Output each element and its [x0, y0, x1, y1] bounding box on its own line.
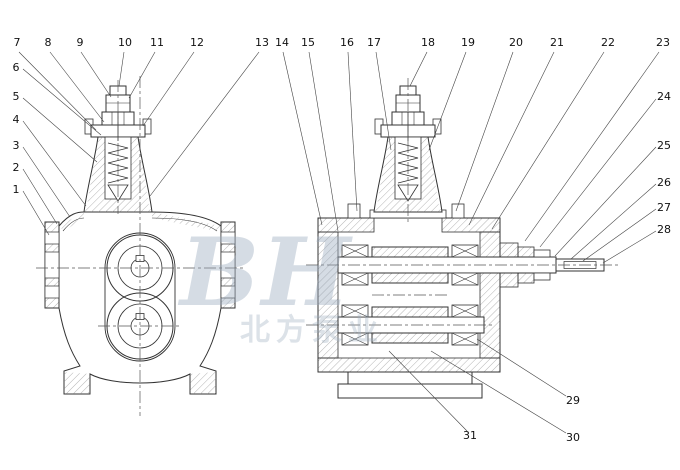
suction-flange — [44, 221, 60, 309]
part-label-29: 29 — [566, 394, 580, 407]
part-label-26: 26 — [657, 176, 671, 189]
part-label-19: 19 — [461, 36, 475, 49]
part-label-21: 21 — [550, 36, 564, 49]
part-label-10: 10 — [118, 36, 132, 49]
part-label-22: 22 — [601, 36, 615, 49]
pump-casing-side — [317, 203, 501, 399]
part-label-17: 17 — [367, 36, 381, 49]
part-label-14: 14 — [275, 36, 289, 49]
discharge-flange — [220, 221, 236, 309]
part-label-24: 24 — [657, 90, 671, 103]
part-label-23: 23 — [656, 36, 670, 49]
part-number-labels: 1 2 3 4 5 6 7 8 9 10 11 12 13 14 15 16 1… — [13, 36, 672, 444]
part-label-5: 5 — [13, 90, 20, 103]
part-label-7: 7 — [14, 36, 21, 49]
part-label-3: 3 — [13, 139, 20, 152]
part-label-28: 28 — [657, 223, 671, 236]
part-label-25: 25 — [657, 139, 671, 152]
part-label-18: 18 — [421, 36, 435, 49]
leader-lines — [18, 51, 660, 434]
part-label-27: 27 — [657, 201, 671, 214]
part-label-31: 31 — [463, 429, 477, 442]
part-label-2: 2 — [13, 161, 20, 174]
part-label-30: 30 — [566, 431, 580, 444]
bearing-blocks — [341, 244, 479, 346]
part-label-4: 4 — [13, 113, 20, 126]
centerlines — [36, 76, 618, 416]
part-label-16: 16 — [340, 36, 354, 49]
part-label-8: 8 — [45, 36, 52, 49]
part-label-9: 9 — [77, 36, 84, 49]
part-label-12: 12 — [190, 36, 204, 49]
part-label-6: 6 — [13, 61, 20, 74]
part-label-20: 20 — [509, 36, 523, 49]
part-label-1: 1 — [13, 183, 20, 196]
part-label-11: 11 — [150, 36, 164, 49]
part-label-13: 13 — [255, 36, 269, 49]
part-label-15: 15 — [301, 36, 315, 49]
